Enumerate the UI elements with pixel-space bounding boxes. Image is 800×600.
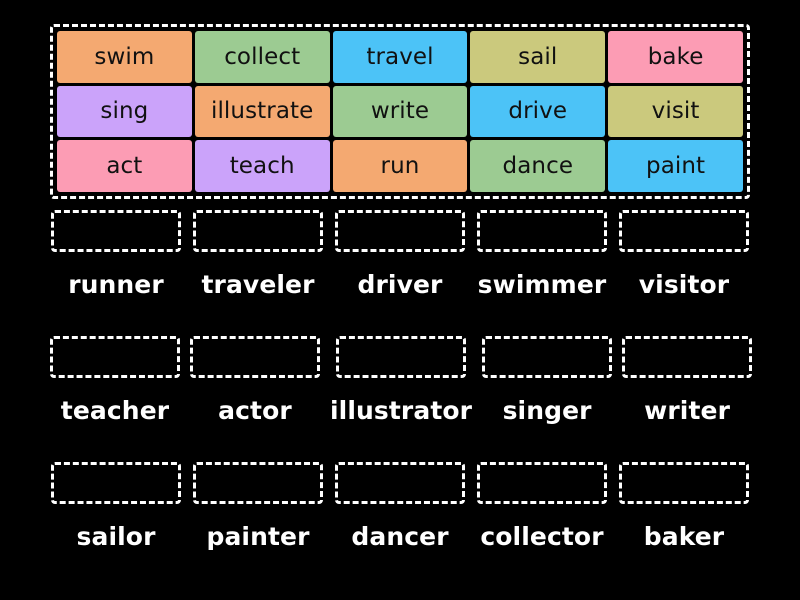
word-tile[interactable]: write xyxy=(332,85,468,138)
answer-cell: collector xyxy=(476,462,608,588)
word-tile[interactable]: travel xyxy=(332,31,468,83)
answer-caption: actor xyxy=(218,396,292,425)
answer-cell: swimmer xyxy=(476,210,608,336)
drop-zone[interactable] xyxy=(50,336,180,378)
drop-zone[interactable] xyxy=(193,210,323,252)
answer-cell: illustrator xyxy=(330,336,472,462)
answer-caption: runner xyxy=(68,270,164,299)
drop-zone[interactable] xyxy=(619,462,749,504)
answer-cell: baker xyxy=(618,462,750,588)
word-tile-label: dance xyxy=(502,153,574,180)
drop-zone[interactable] xyxy=(193,462,323,504)
word-tile[interactable]: sail xyxy=(470,31,606,83)
answer-cell: sailor xyxy=(50,462,182,588)
answer-cell: traveler xyxy=(192,210,324,336)
drop-zone[interactable] xyxy=(51,462,181,504)
word-tile[interactable]: illustrate xyxy=(194,85,330,138)
answer-caption: painter xyxy=(206,522,310,551)
word-tile[interactable]: bake xyxy=(608,31,743,83)
drop-zone[interactable] xyxy=(336,336,467,378)
answer-caption: visitor xyxy=(638,270,730,299)
word-tiles-tray: swim collect travel sail bake sing illus… xyxy=(50,24,750,199)
word-tile-label: swim xyxy=(94,43,155,70)
word-tile[interactable]: paint xyxy=(608,140,743,192)
answer-row: runner traveler driver swimmer visitor xyxy=(50,210,750,336)
answer-zones: runner traveler driver swimmer visitor xyxy=(50,210,753,588)
word-tile-label: sail xyxy=(518,43,558,70)
answer-caption: illustrator xyxy=(330,396,473,425)
answer-cell: runner xyxy=(50,210,182,336)
answer-caption: teacher xyxy=(60,396,170,425)
drop-zone[interactable] xyxy=(335,210,465,252)
answer-caption: driver xyxy=(357,270,443,299)
answer-cell: actor xyxy=(190,336,320,462)
word-tile[interactable]: act xyxy=(57,140,192,192)
answer-caption: writer xyxy=(644,396,731,425)
drop-zone[interactable] xyxy=(477,462,607,504)
answer-cell: teacher xyxy=(50,336,180,462)
word-tile[interactable]: drive xyxy=(470,85,606,138)
word-tile[interactable]: swim xyxy=(57,31,192,83)
answer-caption: traveler xyxy=(201,270,315,299)
answer-cell: writer xyxy=(622,336,753,462)
word-tile[interactable]: sing xyxy=(57,85,192,138)
answer-cell: painter xyxy=(192,462,324,588)
answer-caption: swimmer xyxy=(477,270,607,299)
answer-cell: visitor xyxy=(618,210,750,336)
drop-zone[interactable] xyxy=(622,336,753,378)
answer-cell: singer xyxy=(482,336,613,462)
answer-caption: baker xyxy=(643,522,725,551)
answer-row: sailor painter dancer collector baker xyxy=(50,462,750,588)
word-tile-label: drive xyxy=(508,98,568,125)
word-tile-label: paint xyxy=(646,153,706,180)
answer-caption: dancer xyxy=(351,522,449,551)
word-tile-label: travel xyxy=(366,43,434,70)
drop-zone[interactable] xyxy=(335,462,465,504)
word-tile-label: sing xyxy=(100,98,149,125)
word-tile[interactable]: dance xyxy=(470,140,606,192)
word-tile-label: illustrate xyxy=(210,98,314,125)
answer-row: teacher actor illustrator singer writer xyxy=(50,336,753,462)
word-tile[interactable]: visit xyxy=(608,85,743,138)
drop-zone[interactable] xyxy=(482,336,613,378)
word-tile-label: run xyxy=(380,153,420,180)
drop-zone[interactable] xyxy=(477,210,607,252)
drop-zone[interactable] xyxy=(51,210,181,252)
word-tiles-grid: swim collect travel sail bake sing illus… xyxy=(57,31,743,192)
word-tile[interactable]: collect xyxy=(194,31,330,83)
word-tile[interactable]: run xyxy=(332,140,468,192)
word-tile-label: teach xyxy=(229,153,295,180)
word-tile-label: visit xyxy=(651,98,700,125)
word-tile[interactable]: teach xyxy=(194,140,330,192)
answer-cell: dancer xyxy=(334,462,466,588)
drop-zone[interactable] xyxy=(190,336,320,378)
answer-caption: collector xyxy=(480,522,604,551)
word-tile-label: bake xyxy=(647,43,704,70)
word-tile-label: act xyxy=(106,153,143,180)
answer-caption: sailor xyxy=(76,522,156,551)
drop-zone[interactable] xyxy=(619,210,749,252)
answer-caption: singer xyxy=(502,396,592,425)
word-tile-label: collect xyxy=(224,43,301,70)
word-tile-label: write xyxy=(370,98,430,125)
answer-cell: driver xyxy=(334,210,466,336)
